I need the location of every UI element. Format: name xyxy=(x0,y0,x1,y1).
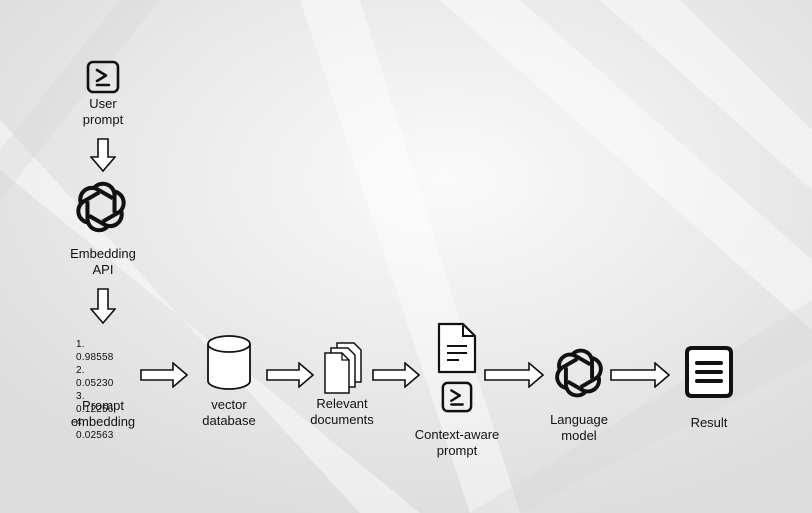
context-aware-prompt-label: Context-aware prompt xyxy=(414,427,500,458)
prompt-embedding-label: Prompt embedding xyxy=(70,398,136,429)
arrow-language-model-to-result xyxy=(610,362,670,388)
terminal-prompt-icon xyxy=(441,381,473,413)
arrow-context-aware-prompt-to-language-model xyxy=(484,362,544,388)
relevant-documents-label: Relevant documents xyxy=(310,396,374,427)
vector-database-label: vector database xyxy=(202,397,256,428)
embedding-value: 1. 0.98558 xyxy=(76,339,114,363)
terminal-prompt-icon xyxy=(86,60,120,94)
arrow-embedding-api-to-prompt-embedding xyxy=(90,288,116,324)
embedding-api-label: Embedding API xyxy=(70,246,136,277)
result-document-icon xyxy=(685,346,733,398)
embedding-value: 4. 0.02563 xyxy=(76,417,114,441)
database-cylinder-icon xyxy=(207,335,251,390)
language-model-label: Language model xyxy=(550,412,608,443)
embedding-value: 3. 0.12256 xyxy=(76,391,114,415)
openai-logo-icon xyxy=(76,181,126,233)
result-label: Result xyxy=(690,415,728,430)
openai-logo-icon xyxy=(555,348,603,398)
document-icon xyxy=(437,322,477,374)
arrow-vector-database-to-relevant-documents xyxy=(266,362,314,388)
arrow-user-to-embedding-api xyxy=(90,138,116,172)
embedding-vector-list: 1. 0.98558 2. 0.05230 3. 0.12256 4. 0.02… xyxy=(76,338,114,442)
documents-stack-icon xyxy=(324,342,362,394)
arrow-relevant-documents-to-context-aware-prompt xyxy=(372,362,420,388)
arrow-prompt-embedding-to-vector-database xyxy=(140,362,188,388)
user-prompt-label: User prompt xyxy=(82,96,124,127)
embedding-value: 2. 0.05230 xyxy=(76,365,114,389)
